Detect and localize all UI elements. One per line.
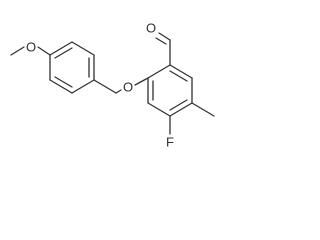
bond-aldehyde-carbonyl-double xyxy=(155,37,167,45)
bond-ether-ring xyxy=(134,77,149,86)
ring-a-bond xyxy=(49,79,73,94)
aldehyde-oxygen-label: O xyxy=(146,21,156,36)
ring-a-bond xyxy=(71,79,95,94)
bond-methyl-methoxy xyxy=(10,46,25,56)
ring-a-bond xyxy=(71,41,95,56)
methoxy-oxygen-label: O xyxy=(26,40,36,55)
ring-b-bond xyxy=(147,64,171,79)
atom-labels: O O O F xyxy=(26,21,174,150)
molecule-diagram: O O O F xyxy=(10,21,215,150)
bond-methylene-ether xyxy=(115,89,122,94)
bonds xyxy=(10,32,215,135)
ring-b-bond xyxy=(169,64,193,79)
bond-ring-methylene xyxy=(93,79,117,94)
ring-a-bond xyxy=(49,41,73,56)
bond-ring-methyl xyxy=(191,102,215,117)
ring-a-double-bond xyxy=(54,47,73,59)
ring-b-double-bond xyxy=(169,70,188,82)
ring-a-double-bond xyxy=(54,76,73,88)
bond-aldehyde-carbonyl xyxy=(158,32,171,41)
ring-b-bond xyxy=(147,102,171,117)
ether-oxygen-label: O xyxy=(123,80,133,95)
bond-methoxy-ring xyxy=(37,46,51,56)
fluorine-label: F xyxy=(166,135,174,150)
ring-b-double-bond xyxy=(169,99,188,111)
ring-b-bond xyxy=(169,102,193,117)
